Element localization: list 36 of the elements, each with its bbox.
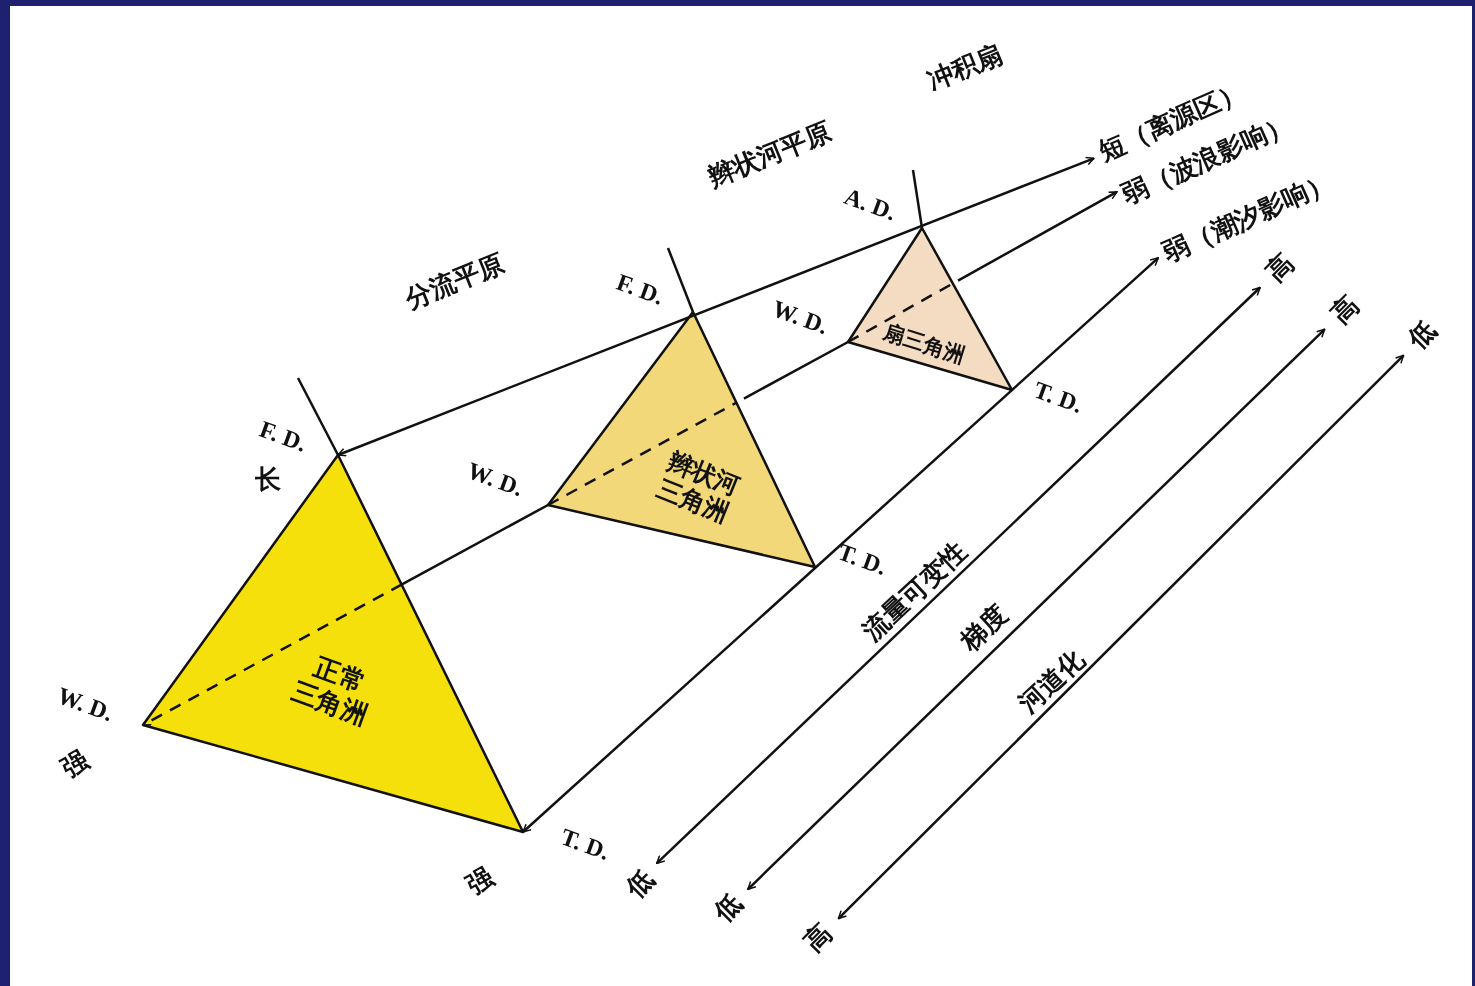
vertex-label: F. D.: [612, 268, 668, 312]
edge-label: 梯度: [955, 599, 1015, 657]
delta-name: 正常三角洲: [287, 650, 373, 732]
vertex-label: T. D.: [834, 538, 890, 582]
tick-line: [911, 169, 924, 229]
environment-label: 冲积扇: [923, 39, 1007, 97]
vertex-label: W. D.: [768, 295, 832, 341]
scale-end-label: 低: [1402, 315, 1442, 355]
tick-line: [666, 247, 695, 313]
vertex-label: T. D.: [557, 823, 613, 867]
scale-end-label: 长: [255, 465, 281, 495]
scale-end-label: 低: [620, 864, 660, 904]
arrow: [655, 286, 1261, 865]
vertex-label: F. D.: [255, 415, 311, 459]
delta-name: 扇三角洲: [880, 320, 968, 368]
arrow: [837, 354, 1405, 920]
arrow: [142, 503, 549, 727]
scale-end-label: 强: [56, 745, 94, 785]
arrow: [746, 328, 1326, 891]
arrow: [522, 256, 1160, 833]
environment-label: 分流平原: [401, 248, 509, 316]
scale-end-label: 强: [461, 862, 499, 902]
arrow: [847, 190, 1118, 344]
vertex-label: W. D.: [463, 457, 527, 503]
edge-label: 河道化: [1013, 644, 1091, 720]
arrow: [337, 156, 1095, 457]
vertex-label: T. D.: [1030, 376, 1086, 420]
scale-end-label: 高: [1325, 290, 1365, 330]
scale-end-label: 低: [708, 888, 748, 928]
scale-end-label: 高: [1260, 248, 1300, 288]
vertex-label: A. D.: [840, 183, 900, 227]
vertex-label: W. D.: [53, 682, 117, 728]
scale-end-label: 高: [798, 918, 838, 958]
delta-name: 辫状河三角洲: [651, 446, 745, 530]
tick-line: [296, 377, 340, 456]
environment-label: 辫状河平原: [704, 116, 836, 194]
